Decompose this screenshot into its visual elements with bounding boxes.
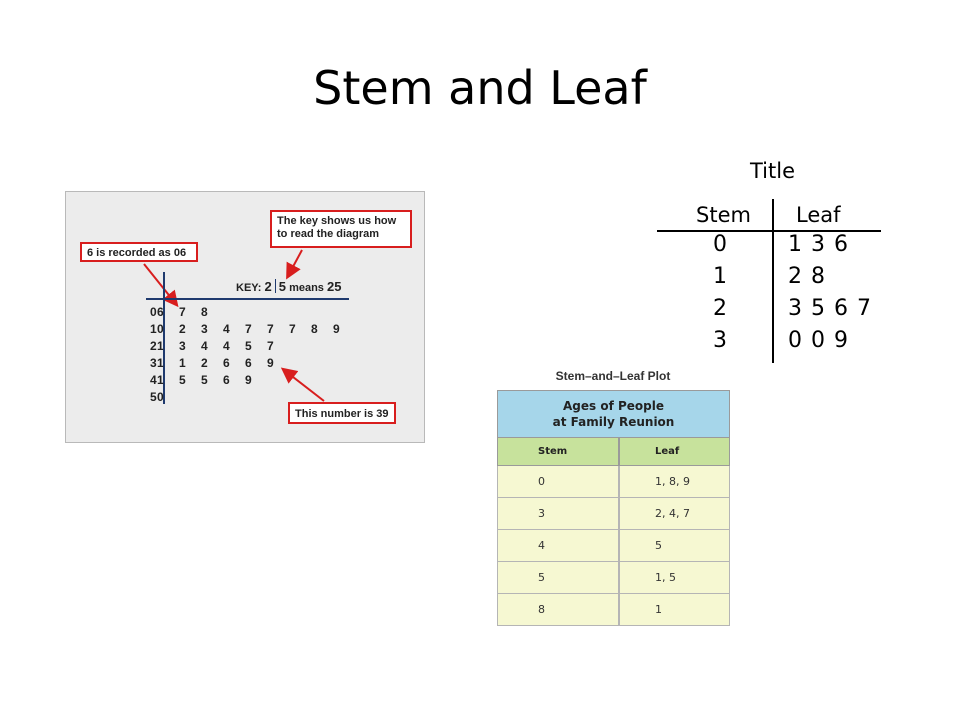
plot-leaf: 8 <box>201 305 208 319</box>
plot-leaf: 1 <box>179 356 186 370</box>
key-means: means <box>289 282 324 294</box>
plot-stem: 2 <box>150 339 157 353</box>
plot-leaf: 1 <box>157 339 164 353</box>
table-leaf-cell: 1, 5 <box>619 562 730 594</box>
arrow-to-06 <box>143 263 179 308</box>
plot-stem: 3 <box>150 356 157 370</box>
plot-leaf: 1 <box>157 373 164 387</box>
plot-leaf: 5 <box>245 339 252 353</box>
diagram-stem: 0 <box>713 232 727 257</box>
plot-leaf: 7 <box>179 305 186 319</box>
key-leaf: 5 <box>278 279 286 294</box>
key-stem: 2 <box>264 279 272 294</box>
table-leaf-cell: 2, 4, 7 <box>619 498 730 530</box>
diagram-leaves: 0 0 9 <box>788 328 848 353</box>
table-header-row: Stem Leaf <box>497 438 730 466</box>
plot-leaf: 0 <box>157 390 164 404</box>
plot-stem: 5 <box>150 390 157 404</box>
plot-vertical-axis <box>163 272 165 404</box>
plot-leaf: 6 <box>245 356 252 370</box>
plot-leaf: 9 <box>267 356 274 370</box>
plot-leaf: 7 <box>245 322 252 336</box>
table-stem-cell: 4 <box>497 530 619 562</box>
key-value: 25 <box>326 279 342 294</box>
plot-leaf: 7 <box>267 322 274 336</box>
key-label: KEY: <box>236 282 262 294</box>
plot-horizontal-axis <box>146 298 349 300</box>
table-leaf-header: Leaf <box>619 438 730 466</box>
plot-leaf: 6 <box>223 356 230 370</box>
plot-leaf: 5 <box>201 373 208 387</box>
plot-leaf: 2 <box>201 356 208 370</box>
plot-leaf: 4 <box>223 322 230 336</box>
diagram-stem: 1 <box>713 264 727 289</box>
plot-leaf: 3 <box>201 322 208 336</box>
table-title-line-2: at Family Reunion <box>552 415 675 429</box>
arrow-to-key <box>286 249 303 280</box>
plot-leaf: 3 <box>179 339 186 353</box>
plot-leaf: 6 <box>157 305 164 319</box>
plot-leaf: 2 <box>179 322 186 336</box>
callout-arrows <box>143 249 325 402</box>
table-leaf-cell: 5 <box>619 530 730 562</box>
diagram-leaves: 3 5 6 7 <box>788 296 871 321</box>
callout-recorded-as-06: 6 is recorded as 06 <box>80 242 198 262</box>
callout-number-39: This number is 39 <box>288 402 396 424</box>
table-leaf-cell: 1 <box>619 594 730 626</box>
plot-leaf: 5 <box>179 373 186 387</box>
plot-leaf: 8 <box>311 322 318 336</box>
plot-leaf: 7 <box>289 322 296 336</box>
table-stem-cell: 0 <box>497 466 619 498</box>
plot-leaf: 9 <box>245 373 252 387</box>
table-stem-header: Stem <box>497 438 619 466</box>
plot-leaf: 9 <box>333 322 340 336</box>
table-title: Ages of People at Family Reunion <box>497 390 730 438</box>
plot-stem: 4 <box>150 373 157 387</box>
diagram-stem: 3 <box>713 328 727 353</box>
plot-leaf: 1 <box>157 356 164 370</box>
diagram-stem: 2 <box>713 296 727 321</box>
table-title-line-1: Ages of People <box>563 399 664 413</box>
plot-leaf: 4 <box>201 339 208 353</box>
plot-leaf: 7 <box>267 339 274 353</box>
plot-stem: 0 <box>150 305 157 319</box>
plot-leaf: 6 <box>223 373 230 387</box>
slide-title: Stem and Leaf <box>313 61 647 115</box>
diagram-leaves: 1 3 6 <box>788 232 848 257</box>
diagram-horizontal-line <box>657 230 881 232</box>
plot-leaf: 0 <box>157 322 164 336</box>
table-stem-cell: 5 <box>497 562 619 594</box>
table-stem-cell: 3 <box>497 498 619 530</box>
arrow-to-39 <box>280 367 325 402</box>
plot-stem: 1 <box>150 322 157 336</box>
callout-key-explanation: The key shows us how to read the diagram <box>270 210 412 248</box>
generic-stem-leaf-diagram: Title Stem Leaf 0 1 3 6 1 2 8 2 3 5 6 7 3 0 0 9 <box>650 150 890 370</box>
family-reunion-table: Ages of People at Family Reunion Stem Le… <box>497 390 730 626</box>
table-caption: Stem–and–Leaf Plot <box>555 369 671 383</box>
table-stem-cell: 8 <box>497 594 619 626</box>
diagram-leaves: 2 8 <box>788 264 825 289</box>
table-leaf-cell: 1, 8, 9 <box>619 466 730 498</box>
key-divider <box>274 279 276 293</box>
annotated-stem-leaf-figure: 6 is recorded as 06 The key shows us how… <box>65 191 425 443</box>
diagram-stem-header: Stem <box>696 203 751 227</box>
diagram-vertical-line <box>772 199 774 363</box>
diagram-title: Title <box>750 159 796 183</box>
plot-leaf: 4 <box>223 339 230 353</box>
diagram-leaf-header: Leaf <box>796 203 841 227</box>
